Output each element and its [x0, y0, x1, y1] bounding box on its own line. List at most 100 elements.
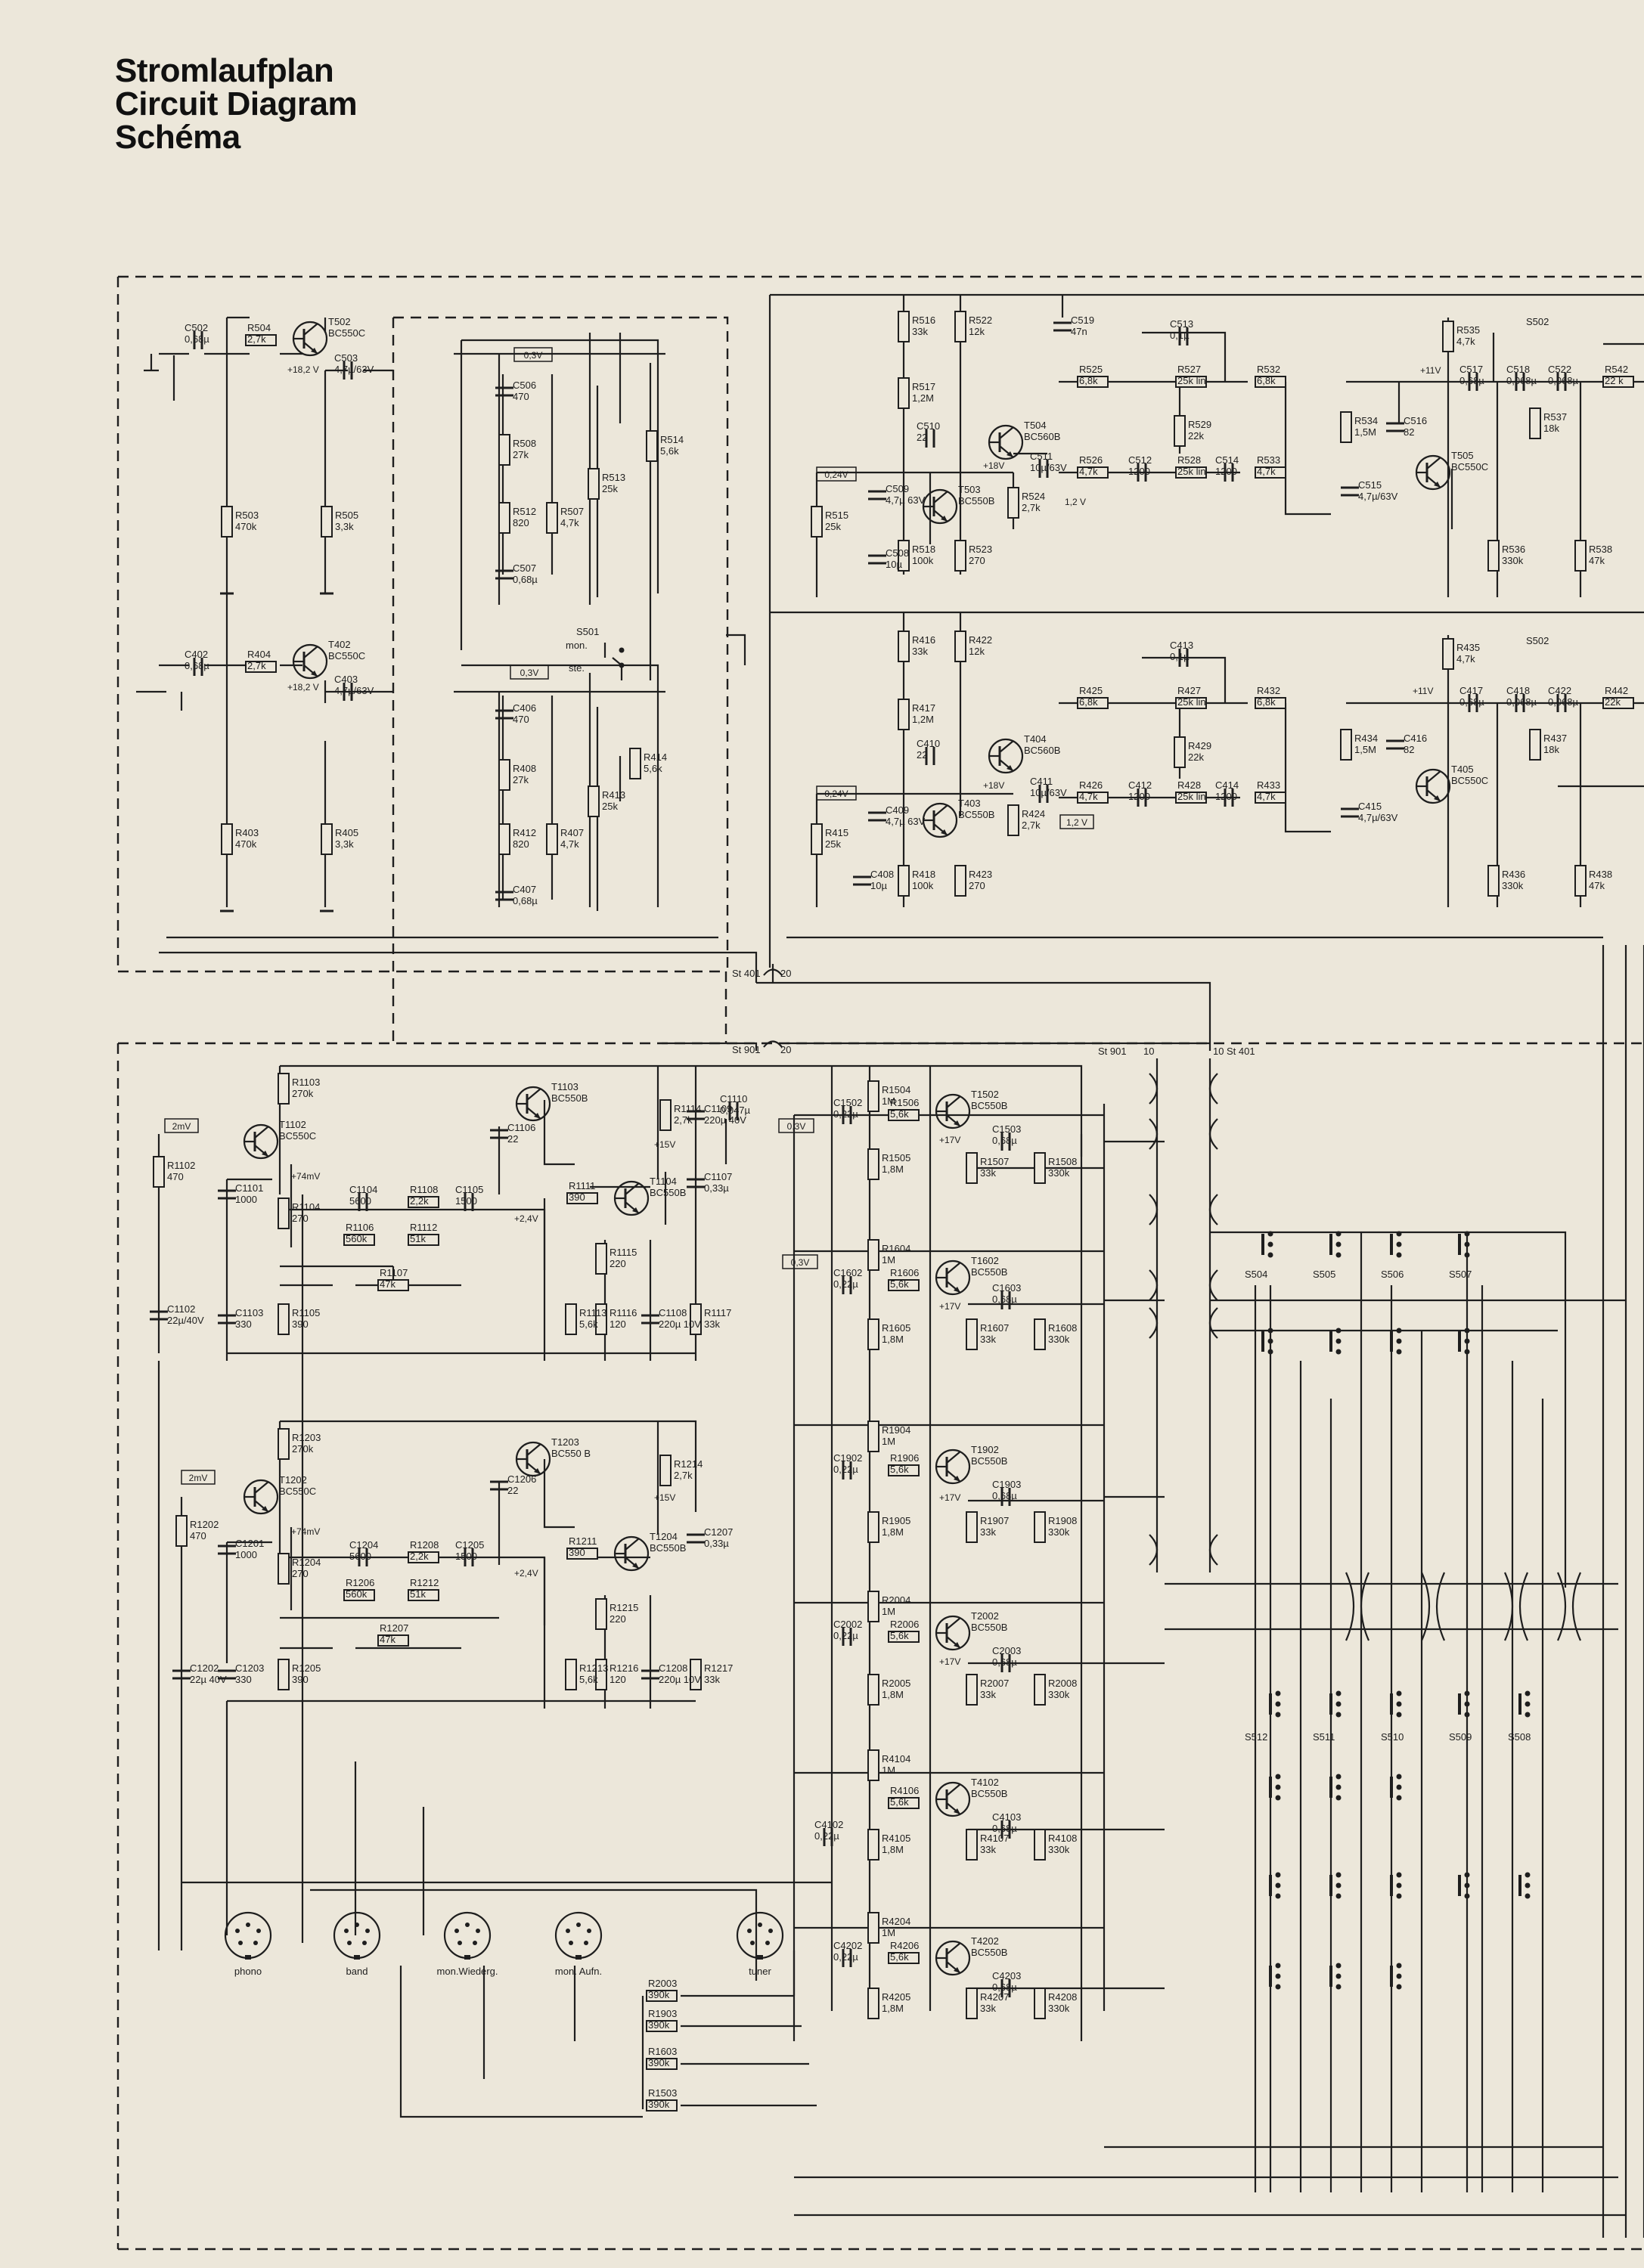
feedback-network-ch4 — [461, 664, 659, 911]
resistor-ref-label: R422 — [969, 634, 992, 646]
voltage-label: 2mV — [189, 1473, 208, 1483]
capacitor-ref-label: C422 — [1548, 685, 1571, 696]
resistor-value-label: 2,7k — [247, 333, 266, 345]
tuner-jack — [736, 1911, 784, 1961]
resistor-value-label: 5,6k — [890, 1464, 909, 1475]
resistor-r413 — [588, 785, 600, 817]
capacitor-value-label: 0,22µ — [833, 1278, 858, 1290]
resistor-ref-label: R1907 — [980, 1515, 1009, 1526]
resistor-ref-label: R1114 — [674, 1103, 701, 1114]
resistor-ref-label: R4205 — [882, 1991, 910, 2003]
capacitor-value-label: 5600 — [349, 1551, 371, 1562]
resistor-value-label: 5,6k — [660, 445, 679, 457]
voltage-markers: 0,3V 0,3V 0,24V 0,24V 2mV 2mV 0,3V 0,3V … — [164, 347, 1094, 1485]
resistor-r437 — [1529, 729, 1541, 761]
resistor-ref-label: R1112 — [410, 1222, 437, 1233]
resistor-value-label: 330k — [1048, 2003, 1070, 2014]
resistor-value-label: 5,6k — [890, 1108, 909, 1120]
capacitor-ref-label: C1204 — [349, 1539, 378, 1551]
resistor-ref-label: R427 — [1177, 685, 1201, 696]
capacitor-ref-label: C510 — [917, 420, 940, 432]
transistor-ref-label: T1204 — [650, 1531, 678, 1542]
voltage-label: +11V — [1413, 686, 1433, 696]
resistor-value-label: 330k — [1502, 880, 1524, 891]
resistor-ref-label: R513 — [602, 472, 625, 483]
voltage-annotations: +18,2 V +18,2 V +18V +18V 1,2 V +11V +11… — [287, 364, 1441, 1667]
resistor-value-label: 33k — [980, 1689, 996, 1700]
capacitor-ref-label: C4203 — [992, 1970, 1021, 1981]
resistor-value-label: 51k — [410, 1233, 426, 1244]
resistor-ref-label: R1908 — [1048, 1515, 1077, 1526]
capacitor-ref-label: C1105 — [455, 1184, 483, 1195]
capacitor-value-label: 470 — [513, 391, 529, 402]
buffer-stages — [793, 1066, 1165, 2041]
title-english: Circuit Diagram — [115, 85, 358, 122]
switch-label-s505: S505 — [1313, 1269, 1335, 1280]
resistor-ref-label: R1905 — [882, 1515, 910, 1526]
capacitor-value-label: 22 — [507, 1485, 518, 1496]
capacitor-c408 — [851, 875, 873, 886]
capacitor-value-label: 0,068µ — [1548, 696, 1579, 708]
capacitor-ref-label: C417 — [1459, 685, 1483, 696]
capacitor-ref-label: C1104 — [349, 1184, 377, 1195]
resistor-r1114 — [659, 1099, 672, 1131]
capacitor-value-label: 10µ/63V — [1030, 462, 1067, 473]
capacitor-ref-label: C408 — [870, 869, 894, 880]
resistor-value-label: 390 — [569, 1191, 585, 1203]
capacitor-ref-label: C517 — [1459, 364, 1483, 375]
resistor-value-label: 4,7k — [1456, 653, 1475, 665]
resistor-ref-label: R1207 — [380, 1622, 408, 1634]
voltage-label: +18V — [983, 460, 1004, 471]
resistor-r1504 — [867, 1080, 879, 1112]
resistor-r408 — [498, 759, 510, 791]
capacitor-value-label: 1200 — [1215, 466, 1237, 477]
resistor-value-label: 25k lin — [1177, 466, 1206, 477]
resistor-r436 — [1487, 865, 1500, 897]
voltage-label: 0,24V — [824, 789, 848, 799]
resistor-r1215 — [595, 1598, 607, 1630]
transistor-t1902 — [935, 1448, 971, 1485]
resistor-r1905 — [867, 1511, 879, 1543]
resistor-value-label: 6,8k — [1079, 696, 1098, 708]
transistor-t404 — [988, 738, 1024, 774]
resistor-value-label: 1,8M — [882, 2003, 904, 2014]
switch-label-ste: ste. — [569, 662, 585, 674]
resistor-value-label: 25k — [825, 521, 841, 532]
resistor-value-label: 2,7k — [247, 660, 266, 671]
transistor-t402 — [292, 643, 328, 680]
capacitor-c1207 — [685, 1533, 706, 1544]
resistor-ref-label: R1116 — [610, 1307, 637, 1318]
capacitor-ref-label: C1102 — [167, 1303, 195, 1315]
resistor-value-label: 33k — [980, 2003, 996, 2014]
switch-label-s512: S512 — [1245, 1731, 1267, 1743]
resistor-r414 — [629, 748, 641, 779]
resistor-r1205 — [278, 1659, 290, 1690]
resistor-value-label: 560k — [346, 1588, 368, 1600]
resistor-value-label: 560k — [346, 1233, 368, 1244]
capacitor-ref-label: C1207 — [704, 1526, 733, 1538]
resistor-value-label: 120 — [610, 1318, 626, 1330]
resistor-ref-label: R415 — [825, 827, 848, 838]
resistor-r4107 — [966, 1829, 978, 1861]
resistor-value-label: 4,7k — [1257, 466, 1276, 477]
switch-label-s501: S501 — [576, 626, 599, 637]
capacitor-ref-label: C1110 — [720, 1093, 747, 1105]
capacitor-ref-label: C1502 — [833, 1097, 862, 1108]
resistor-value-label: 22k — [1188, 430, 1204, 442]
transistor-value-label: BC550B — [971, 1622, 1007, 1633]
capacitor-value-label: 0,33µ — [704, 1538, 729, 1549]
capacitor-value-label: 0,047µ — [720, 1105, 751, 1116]
capacitor-value-label: 0,22µ — [833, 1464, 858, 1475]
resistor-value-label: 6,8k — [1079, 375, 1098, 386]
voltage-label: +2,4V — [514, 1213, 538, 1224]
resistor-value-label: 1,8M — [882, 1163, 904, 1175]
resistor-ref-label: R1216 — [610, 1662, 638, 1674]
transistor-value-label: BC550C — [1451, 461, 1488, 472]
resistor-value-label: 270 — [292, 1213, 309, 1224]
capacitor-c516 — [1385, 422, 1406, 432]
resistor-value-label: 220 — [610, 1613, 626, 1625]
resistor-value-label: 330k — [1048, 1167, 1070, 1179]
resistor-value-label: 220 — [610, 1258, 626, 1269]
resistor-ref-label: R504 — [247, 322, 271, 333]
resistor-value-label: 22k — [1188, 751, 1204, 763]
